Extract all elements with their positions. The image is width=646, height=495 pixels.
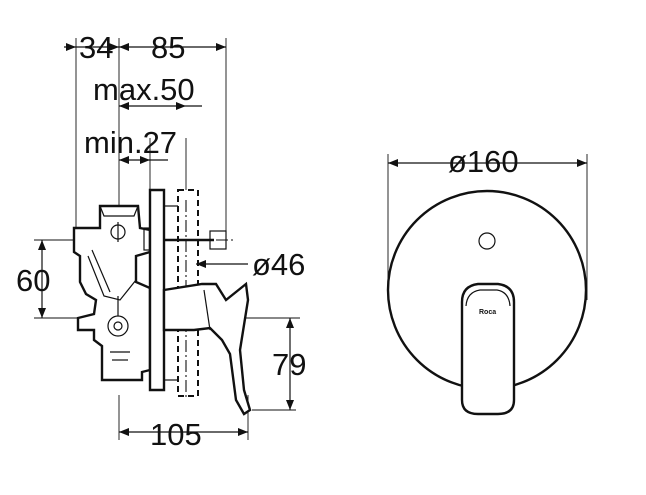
dim-label-85: 85 (151, 30, 185, 65)
dim-label-79: 79 (272, 347, 306, 382)
side-view: 34 85 max.50 min.27 60 ø46 79 (16, 30, 306, 452)
arrow (286, 400, 294, 410)
arrow (140, 156, 150, 164)
arrow (38, 308, 46, 318)
wall-plate-side (148, 188, 199, 397)
arrow (119, 428, 129, 436)
arrow (176, 102, 186, 110)
arrow (388, 159, 398, 167)
arrow (238, 428, 248, 436)
dim-label-105: 105 (150, 417, 202, 452)
arrow (109, 43, 119, 51)
arrow (119, 156, 129, 164)
arrow (196, 260, 206, 268)
arrow (119, 102, 129, 110)
dim-label-max: max.50 (93, 72, 195, 107)
front-view: ø160 Roca (386, 144, 588, 416)
arrow (119, 43, 129, 51)
dim-label-160: ø160 (448, 144, 519, 179)
dim-label-min: min.27 (84, 125, 177, 160)
diverter-knob (478, 232, 496, 250)
brand-logo: Roca (479, 309, 496, 316)
lever-handle-front (460, 282, 516, 416)
arrow (38, 240, 46, 250)
dim-label-60: 60 (16, 263, 50, 298)
valve-body (72, 204, 227, 382)
dim-label-34: 34 (79, 30, 113, 65)
arrow (577, 159, 587, 167)
arrow (66, 43, 76, 51)
arrow (286, 318, 294, 328)
arrow (216, 43, 226, 51)
dim-label-46: ø46 (252, 247, 305, 282)
lever-handle-side (162, 281, 252, 416)
